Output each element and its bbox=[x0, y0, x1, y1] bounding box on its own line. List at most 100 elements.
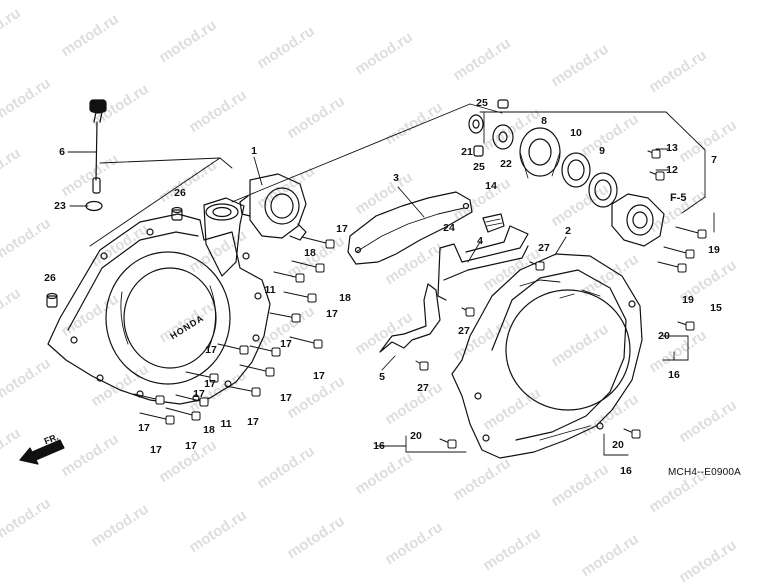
part-label-2: 2 bbox=[565, 224, 571, 237]
part-label-27b: 27 bbox=[458, 324, 470, 337]
part-label-17f: 17 bbox=[204, 377, 216, 390]
part-label-17i: 17 bbox=[247, 415, 259, 428]
part-label-18a: 18 bbox=[304, 246, 316, 259]
seal-part-10 bbox=[561, 152, 591, 188]
bolt-shaft bbox=[239, 364, 271, 373]
leader-lines bbox=[67, 103, 715, 456]
part-label-23: 23 bbox=[54, 199, 66, 212]
part-label-17b: 17 bbox=[326, 307, 338, 320]
bolt-shaft bbox=[175, 394, 205, 403]
dipstick-part-6 bbox=[89, 99, 107, 194]
part-label-16a: 16 bbox=[668, 368, 680, 381]
bolt-head bbox=[291, 313, 301, 323]
part-label-27a: 27 bbox=[538, 241, 550, 254]
bolt-head bbox=[685, 249, 695, 259]
bracket-part-4 bbox=[437, 225, 529, 301]
bolt-head bbox=[677, 263, 687, 273]
bolt-head bbox=[313, 339, 323, 349]
part-label-14: 14 bbox=[485, 179, 497, 192]
bearing-seal-group bbox=[468, 99, 665, 247]
bolt-head bbox=[295, 273, 305, 283]
part-label-17g: 17 bbox=[280, 391, 292, 404]
bolt-shaft bbox=[139, 412, 171, 421]
part-label-19b: 19 bbox=[682, 293, 694, 306]
part-label-26a: 26 bbox=[174, 186, 186, 199]
part-label-17c: 17 bbox=[280, 337, 292, 350]
part-label-24: 24 bbox=[443, 221, 455, 234]
part-label-16c: 16 bbox=[620, 464, 632, 477]
part-label-6: 6 bbox=[59, 145, 65, 158]
part-label-20c: 20 bbox=[612, 438, 624, 451]
bolt-head bbox=[315, 263, 325, 273]
o-ring-part-23 bbox=[85, 200, 103, 212]
bolt-head bbox=[209, 373, 219, 383]
part-label-10: 10 bbox=[570, 126, 582, 139]
bolt-shaft bbox=[165, 407, 197, 417]
part-label-1: 1 bbox=[251, 144, 257, 157]
part-label-18c: 18 bbox=[203, 423, 215, 436]
part-label-18b: 18 bbox=[339, 291, 351, 304]
bolt-shaft bbox=[185, 371, 215, 379]
bolt-head bbox=[631, 429, 641, 439]
part-label-17l: 17 bbox=[185, 439, 197, 452]
part-label-21: 21 bbox=[461, 145, 473, 158]
right-cover-part-2 bbox=[451, 253, 643, 459]
bolt-head bbox=[685, 321, 695, 331]
bolt-head bbox=[199, 397, 209, 407]
bolt-head bbox=[655, 171, 665, 181]
part-label-19a: 19 bbox=[708, 243, 720, 256]
part-label-25a: 25 bbox=[476, 96, 488, 109]
part-label-11a: 11 bbox=[264, 283, 276, 296]
front-direction-arrow bbox=[19, 439, 65, 465]
bolt-head bbox=[419, 361, 429, 371]
part-label-22: 22 bbox=[500, 157, 512, 170]
seal-part-9 bbox=[588, 172, 618, 208]
boot-part-14 bbox=[482, 213, 505, 233]
bolt-head bbox=[271, 347, 281, 357]
bolt-shaft bbox=[283, 291, 313, 299]
part-label-11b: 11 bbox=[220, 417, 232, 430]
part-label-16b: 16 bbox=[373, 439, 385, 452]
bolt-head bbox=[165, 415, 175, 425]
part-label-8: 8 bbox=[541, 114, 547, 127]
part-label-20a: 20 bbox=[658, 329, 670, 342]
part-label-13: 13 bbox=[666, 141, 678, 154]
bolt-head bbox=[697, 229, 707, 239]
bolt-head bbox=[651, 149, 661, 159]
bolt-head bbox=[535, 261, 545, 271]
part-label-12: 12 bbox=[666, 163, 678, 176]
part-label-26b: 26 bbox=[44, 271, 56, 284]
bolt-head bbox=[465, 307, 475, 317]
left-crankcase-cover bbox=[47, 197, 271, 405]
bolt-head bbox=[155, 395, 165, 405]
part-label-17d: 17 bbox=[205, 343, 217, 356]
reference-label: F-5 bbox=[670, 192, 687, 204]
bolt-shaft bbox=[289, 336, 319, 345]
bolt-head bbox=[265, 367, 275, 377]
part-label-17j: 17 bbox=[138, 421, 150, 434]
bolt-head bbox=[307, 293, 317, 303]
bolt-head bbox=[325, 239, 335, 249]
part-label-25b: 25 bbox=[473, 160, 485, 173]
bolt-shaft bbox=[225, 385, 257, 393]
part-label-17a: 17 bbox=[336, 222, 348, 235]
bolt-shaft bbox=[291, 260, 321, 269]
part-label-27c: 27 bbox=[417, 381, 429, 394]
dowel-pins-part-26 bbox=[46, 206, 183, 308]
part-label-17h: 17 bbox=[193, 387, 205, 400]
part-label-5: 5 bbox=[379, 370, 385, 383]
bolt-head bbox=[239, 345, 249, 355]
part-label-3: 3 bbox=[393, 171, 399, 184]
bolt-head bbox=[447, 439, 457, 449]
part-label-17k: 17 bbox=[150, 443, 162, 456]
part-label-7: 7 bbox=[711, 153, 717, 166]
collar-part-22 bbox=[492, 124, 514, 150]
bolt-head bbox=[251, 387, 261, 397]
part-label-9: 9 bbox=[599, 144, 605, 157]
bolt-head bbox=[191, 411, 201, 421]
bolt-shaft bbox=[301, 236, 331, 245]
cover-part-3 bbox=[347, 191, 473, 265]
diagram-code: MCH4--E0900A bbox=[668, 467, 741, 478]
